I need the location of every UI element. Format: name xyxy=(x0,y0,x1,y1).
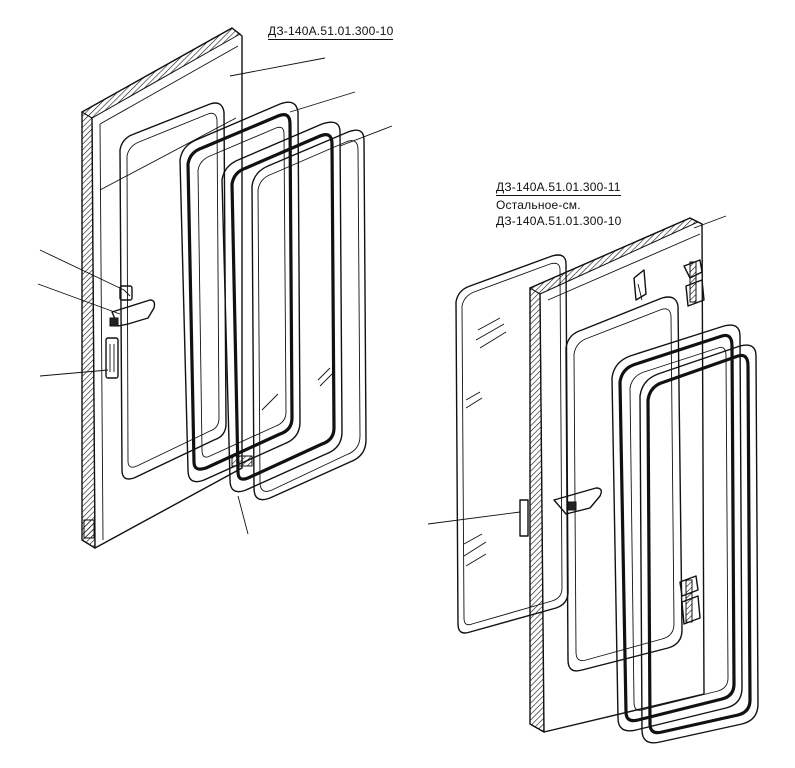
right-leader-lines xyxy=(427,215,727,525)
left-door-handle xyxy=(109,299,156,327)
right-door-handle xyxy=(553,487,603,515)
right-assembly-reference: ДЗ-140А.51.01.300-10 xyxy=(496,214,622,228)
right-seal-frame xyxy=(611,324,743,732)
left-inner-frame xyxy=(221,121,343,493)
left-glass-pane xyxy=(251,129,367,501)
right-door-panel xyxy=(519,217,705,733)
left-door-handle-top xyxy=(119,285,133,301)
left-seal-frame xyxy=(179,101,301,483)
right-assembly-label: ДЗ-140А.51.01.300-11 xyxy=(496,180,621,196)
left-door-lock xyxy=(105,337,119,379)
right-inner-frame xyxy=(639,344,759,744)
left-door-panel xyxy=(81,27,243,549)
right-door-lock-plate xyxy=(519,499,529,537)
right-door-hinge-top xyxy=(683,259,705,307)
right-assembly-note: Остальное-см. xyxy=(496,198,581,212)
left-leader-lines xyxy=(37,57,393,535)
right-door-hinge-bottom xyxy=(679,575,701,625)
right-door-latch xyxy=(633,269,647,301)
right-glass-pane xyxy=(455,254,569,634)
right-door-assembly xyxy=(427,215,759,744)
left-door-assembly xyxy=(37,27,393,549)
left-assembly-label: ДЗ-140А.51.01.300-10 xyxy=(268,24,394,40)
